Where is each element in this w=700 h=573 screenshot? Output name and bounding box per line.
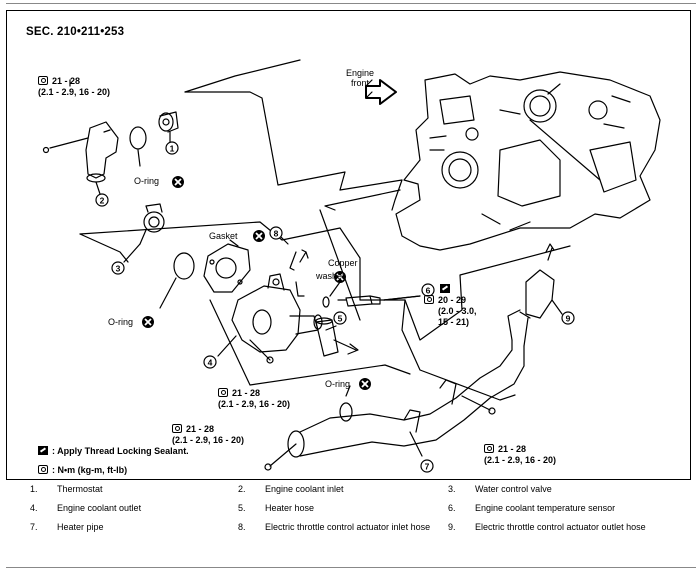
- oring-pipe-label: O-ring: [325, 379, 351, 389]
- callout-8: 8: [274, 229, 279, 239]
- engine-block-outline: [395, 71, 661, 251]
- callout-7: 7: [425, 462, 430, 472]
- torque-spec-outlet: 21 - 28 (2.1 - 2.9, 16 - 20): [218, 388, 291, 409]
- replace-part-icon: [334, 271, 346, 283]
- outlet-bolt: [249, 339, 271, 361]
- outline-region-top: [69, 59, 301, 93]
- throttle-outlet-hose-part: [507, 243, 555, 347]
- throttle-inlet-hose-part: [289, 249, 309, 297]
- callout-8-circle: [269, 226, 283, 240]
- engine-front-label: Engine front: [345, 68, 375, 88]
- outline-region-guide: [319, 189, 401, 321]
- engine-coolant-outlet-part: [231, 273, 323, 353]
- leader-5: [325, 325, 337, 331]
- outline-region-upper: [184, 91, 403, 211]
- oring-pipe-part: [339, 402, 353, 422]
- heater-pipe-part: [287, 339, 525, 458]
- oring-top-part: [129, 126, 147, 150]
- replace-part-icon: [172, 176, 184, 188]
- callout-9-circle: [561, 311, 575, 325]
- leader-oring-left: [159, 277, 177, 309]
- key-torque: : N•m (kg-m, ft-lb): [38, 465, 127, 476]
- torque-spec-icon: [218, 388, 228, 397]
- callouts: [95, 141, 575, 473]
- oring-left-part: [173, 252, 195, 280]
- replace-part-icons: [142, 176, 371, 390]
- leader-8: [279, 235, 289, 245]
- torque-spec-top-left: 21 - 28 (2.1 - 2.9, 16 - 20): [38, 76, 111, 97]
- torque-spec-icon: [424, 295, 434, 304]
- copper-washer-part: [322, 296, 330, 308]
- leader-oring-top: [137, 149, 141, 167]
- water-control-valve-part: [139, 203, 165, 245]
- leader-3: [123, 243, 141, 263]
- callout-9: 9: [566, 314, 571, 324]
- leader-copper: [329, 281, 341, 297]
- gasket-part: [203, 243, 251, 293]
- copper-washer-label-1: Copper: [328, 258, 358, 268]
- callout-4-circle: [203, 355, 217, 369]
- callout-3-circle: [111, 261, 125, 275]
- leader-gasket: [229, 239, 239, 247]
- callout-6-circle: [421, 283, 435, 297]
- thread-locking-sealant-icon: [38, 446, 48, 455]
- torque-spec-icon: [484, 444, 494, 453]
- leader-7: [409, 431, 423, 457]
- thermostat-top-part: [158, 111, 179, 133]
- oring-top-label: O-ring: [134, 176, 160, 186]
- leader-oring-pipe: [345, 385, 351, 397]
- key-sealant: : Apply Thread Locking Sealant.: [38, 446, 189, 457]
- top-rule: [6, 3, 696, 4]
- copper-washer-label-2: washer: [316, 271, 346, 281]
- callout-1: 1: [170, 144, 175, 154]
- gasket-label: Gasket: [209, 231, 238, 241]
- outline-region-lower: [401, 299, 516, 401]
- callout-1-circle: [165, 141, 179, 155]
- leader-9: [551, 299, 563, 315]
- callout-5-circle: [333, 311, 347, 325]
- section-title: SEC. 210•211•253: [26, 26, 125, 38]
- heater-hose-part: [315, 317, 359, 357]
- callout-3: 3: [116, 264, 121, 274]
- callout-4: 4: [208, 358, 213, 368]
- callout-5: 5: [338, 314, 343, 324]
- oring-left-label: O-ring: [108, 317, 134, 327]
- thread-locking-sealant-icon: [440, 284, 450, 293]
- callout-2: 2: [100, 196, 105, 206]
- torque-spec-icon: [38, 465, 48, 474]
- torque-spec-pipe-right: 21 - 28 (2.1 - 2.9, 16 - 20): [484, 444, 557, 465]
- pipe-left-bolt: [269, 443, 297, 467]
- torque-spec-sensor: 20 - 29 (2.0 - 3.0, 15 - 21): [424, 284, 477, 328]
- replace-part-icon: [359, 378, 371, 390]
- leader-6: [383, 295, 421, 301]
- leader-2: [95, 181, 101, 195]
- engine-front-arrow-icon: [365, 79, 397, 105]
- engine-coolant-inlet-part: [42, 121, 119, 183]
- callout-7-circle: [420, 459, 434, 473]
- leader-4: [217, 335, 237, 357]
- torque-spec-icon: [38, 76, 48, 85]
- callout-2-circle: [95, 193, 109, 207]
- replace-part-icon: [253, 230, 265, 242]
- replace-part-icon: [142, 316, 154, 328]
- callout-6: 6: [426, 286, 431, 296]
- torque-spec-icon: [172, 424, 182, 433]
- diagram-frame: [6, 10, 691, 480]
- bottom-rule: [6, 567, 696, 568]
- torque-spec-pipe-left: 21 - 28 (2.1 - 2.9, 16 - 20): [172, 424, 245, 445]
